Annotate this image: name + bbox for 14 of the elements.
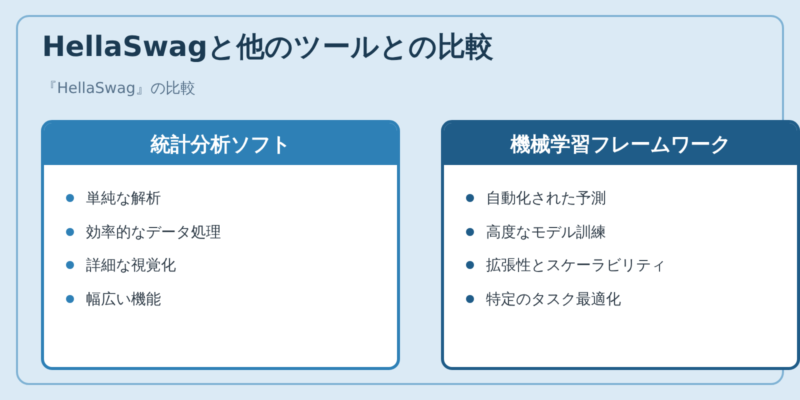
list-item: 特定のタスク最適化 <box>486 288 621 310</box>
list-item: 効率的なデータ処理 <box>86 222 221 242</box>
list-item: 自動化された予測 <box>486 188 606 209</box>
title: HellaSwagと他のツールとの比較 <box>42 30 494 64</box>
list-item: 単純な解析 <box>86 188 161 209</box>
card-header: 機械学習フレームワーク <box>444 123 797 165</box>
subtitle: 『HellaSwag』の比較 <box>42 78 196 98</box>
list-item: 拡張性とスケーラビリティ <box>486 255 666 276</box>
card-header: 統計分析ソフト <box>44 123 397 165</box>
list-item: 高度なモデル訓練 <box>486 222 606 242</box>
list-item: 幅広い機能 <box>86 288 161 310</box>
list-item: 詳細な視覚化 <box>86 255 176 276</box>
card <box>41 120 400 370</box>
card <box>441 120 800 370</box>
